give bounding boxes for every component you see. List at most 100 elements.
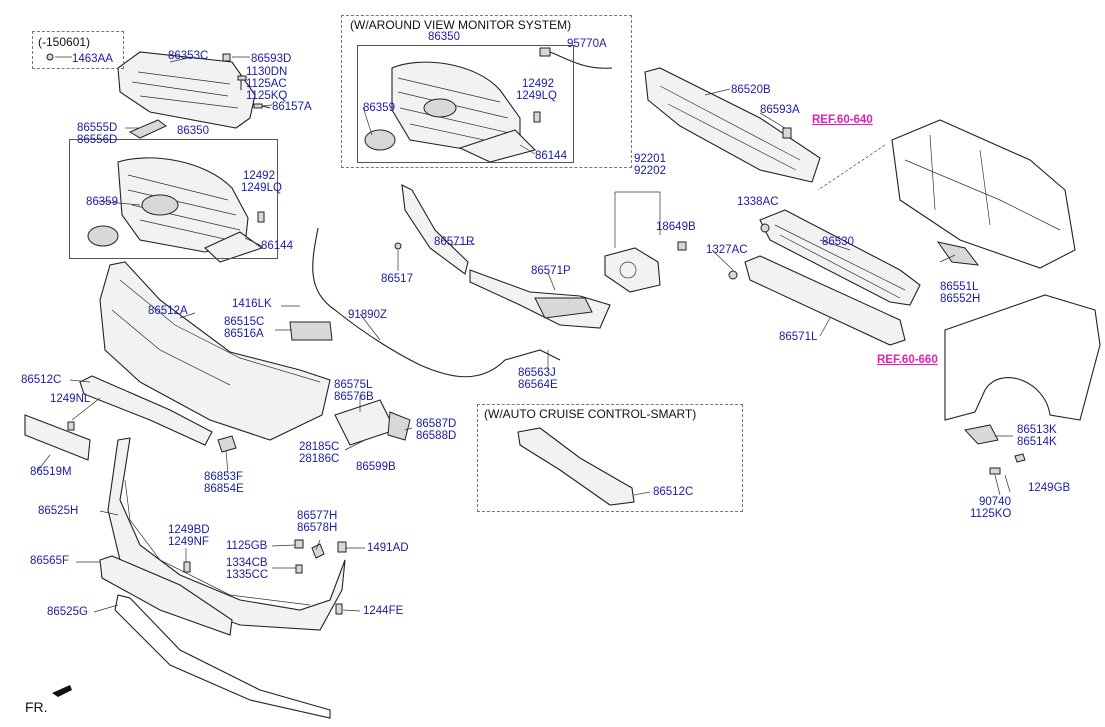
part-label-86513k[interactable]: 86513K	[1017, 424, 1057, 436]
part-label-86575l[interactable]: 86575L	[334, 379, 373, 391]
part-label-86588d[interactable]: 86588D	[416, 430, 457, 442]
part-label-86520b[interactable]: 86520B	[731, 84, 771, 96]
part-label-90740[interactable]: 90740	[979, 496, 1011, 508]
part-label-95770a[interactable]: 95770A	[567, 38, 607, 50]
part-label-1125kq[interactable]: 1125KQ	[246, 90, 288, 102]
part-label-86571l[interactable]: 86571L	[779, 331, 818, 343]
part-label-86144-b[interactable]: 86144	[535, 150, 567, 162]
part-label-86576b[interactable]: 86576B	[334, 391, 374, 403]
part-label-86350-b[interactable]: 86350	[428, 31, 460, 43]
part-label-1249nl[interactable]: 1249NL	[50, 393, 91, 405]
part-label-86556d[interactable]: 86556D	[77, 134, 118, 146]
part-label-1244fe[interactable]: 1244FE	[363, 605, 404, 617]
part-label-1130dn[interactable]: 1130DN	[246, 66, 288, 78]
part-label-92202[interactable]: 92202	[634, 165, 666, 177]
part-label-86517[interactable]: 86517	[381, 273, 413, 285]
part-label-12492-a[interactable]: 12492	[243, 170, 275, 182]
bracket-86587d	[387, 411, 411, 441]
grille-around-view-86350	[364, 47, 613, 163]
part-label-1491ad[interactable]: 1491AD	[367, 542, 409, 554]
part-label-86512c-a[interactable]: 86512C	[21, 374, 62, 386]
front-arrow-icon	[52, 685, 72, 697]
part-label-92201[interactable]: 92201	[634, 153, 666, 165]
part-label-86525g[interactable]: 86525G	[47, 606, 88, 618]
part-label-1249nf[interactable]: 1249NF	[168, 536, 209, 548]
part-label-1249gb[interactable]: 1249GB	[1028, 482, 1071, 494]
part-label-86144-a[interactable]: 86144	[261, 240, 293, 252]
part-label-1249bd[interactable]: 1249BD	[168, 524, 210, 536]
part-label-86599b[interactable]: 86599B	[356, 461, 396, 473]
part-label-86564e[interactable]: 86564E	[518, 379, 558, 391]
part-label-86350-a[interactable]: 86350	[177, 125, 209, 137]
part-label-86577h[interactable]: 86577H	[297, 510, 338, 522]
part-label-1249lq-a[interactable]: 1249LQ	[241, 182, 282, 194]
part-label-86516a[interactable]: 86516A	[224, 328, 264, 340]
part-label-86512a[interactable]: 86512A	[148, 305, 188, 317]
part-label-86552h[interactable]: 86552H	[940, 293, 981, 305]
grille-group-box	[69, 139, 278, 259]
part-label-1125ko[interactable]: 1125KO	[970, 508, 1012, 520]
auto-cruise-option-box	[477, 404, 743, 512]
part-label-86515c[interactable]: 86515C	[224, 316, 265, 328]
part-label-86563j[interactable]: 86563J	[518, 367, 556, 379]
part-label-1463aa[interactable]: 1463AA	[72, 53, 113, 65]
part-label-86565f[interactable]: 86565F	[30, 555, 70, 567]
fender-ref-60-660	[944, 294, 1101, 475]
part-label-86530[interactable]: 86530	[822, 236, 854, 248]
clip-86593d	[222, 53, 231, 62]
part-label-86555d[interactable]: 86555D	[77, 122, 118, 134]
part-label-86571p[interactable]: 86571P	[531, 265, 571, 277]
part-label-86854e[interactable]: 86854E	[204, 483, 244, 495]
part-label-86514k[interactable]: 86514K	[1017, 436, 1057, 448]
part-label-86587d[interactable]: 86587D	[416, 418, 457, 430]
part-label-86593a[interactable]: 86593A	[760, 104, 800, 116]
part-label-86571r[interactable]: 86571R	[434, 236, 475, 248]
side-strip-86571r	[394, 184, 611, 329]
part-label-1327ac[interactable]: 1327AC	[706, 244, 748, 256]
wiring-harness-91890z	[312, 227, 561, 378]
part-label-86853f[interactable]: 86853F	[204, 471, 244, 483]
bolt-1130dn	[237, 75, 247, 90]
clip-86853f	[217, 435, 237, 453]
part-label-1125gb[interactable]: 1125GB	[226, 540, 268, 552]
part-label-91890z[interactable]: 91890Z	[348, 309, 388, 321]
around-view-grille-box	[357, 45, 574, 163]
part-label-86359-b[interactable]: 86359	[363, 102, 395, 114]
part-label-86578h[interactable]: 86578H	[297, 522, 338, 534]
grille-cover-86353c	[117, 51, 256, 129]
date-range-box	[32, 31, 124, 69]
part-label-86525h[interactable]: 86525H	[38, 505, 79, 517]
part-label-28185c[interactable]: 28185C	[299, 441, 340, 453]
part-label-12492-b[interactable]: 12492	[522, 78, 554, 90]
part-label-86359-a[interactable]: 86359	[86, 196, 118, 208]
ref-60-640-link[interactable]: REF.60-640	[812, 114, 873, 126]
ref-60-660-link[interactable]: REF.60-660	[877, 354, 938, 366]
part-label-86157a[interactable]: 86157A	[272, 101, 312, 113]
part-label-1249lq-b[interactable]: 1249LQ	[516, 90, 557, 102]
cruise-cover-86512c	[517, 427, 635, 506]
fog-lamp-92201	[604, 191, 687, 293]
part-label-1338ac[interactable]: 1338AC	[737, 196, 779, 208]
front-marker: FR.	[25, 699, 48, 715]
part-label-86593d[interactable]: 86593D	[251, 53, 292, 65]
bracket-86555d	[128, 119, 167, 139]
clip-1463aa	[46, 53, 54, 61]
radiator-grille-86350	[87, 157, 265, 263]
part-label-28186c[interactable]: 28186C	[299, 453, 340, 465]
around-view-option-box	[341, 15, 632, 168]
lower-bumper-86525h	[99, 437, 347, 719]
part-label-86512c-b[interactable]: 86512C	[653, 486, 694, 498]
part-label-18649b[interactable]: 18649B	[656, 221, 696, 233]
part-label-1335cc[interactable]: 1335CC	[226, 569, 269, 581]
part-label-1416lk[interactable]: 1416LK	[232, 298, 272, 310]
bolt-1249nl	[67, 421, 75, 431]
part-label-86353c[interactable]: 86353C	[168, 50, 209, 62]
auto-cruise-note: (W/AUTO CRUISE CONTROL-SMART)	[484, 407, 697, 421]
energy-absorber-86520b	[644, 67, 821, 183]
part-label-1125ac[interactable]: 1125AC	[246, 78, 287, 90]
part-label-1334cb[interactable]: 1334CB	[226, 557, 268, 569]
part-label-86551l[interactable]: 86551L	[940, 281, 979, 293]
bracket-86575l	[334, 399, 396, 446]
part-label-86519m[interactable]: 86519M	[30, 466, 72, 478]
